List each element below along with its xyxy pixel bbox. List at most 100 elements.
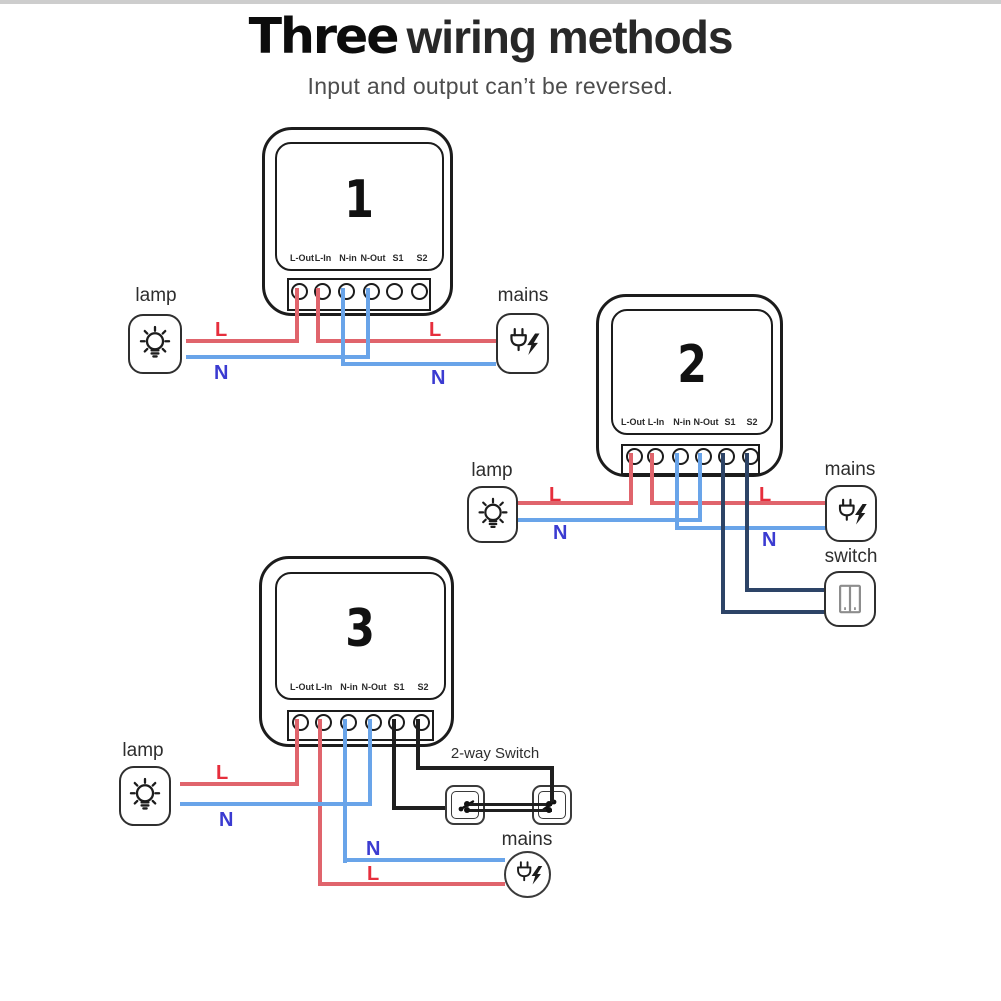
terminal-label-n-out: N-Out [360,253,386,263]
neutral-label: N [366,838,381,860]
live-wire-drop-lout-3 [295,719,299,786]
lamp-icon [467,486,518,543]
traveler-terminal-dot [464,801,470,807]
live-wire-drop-lout-2 [629,453,633,505]
module-2-number: 2 [677,335,707,395]
toggle-lever-icon [542,799,557,811]
terminal-circle [290,282,308,300]
s1-wire-drop-3 [392,719,396,810]
s2-wire-across-3 [416,766,554,770]
title-emphasis: Three [248,8,400,65]
neutral-wire-lamp-1 [186,355,370,359]
terminal-label-s2: S2 [417,682,429,692]
live-wire-drop-lin-2 [650,453,654,505]
s2-wire-to-switch-2 [745,588,825,592]
two-way-switch-label: 2-way Switch [450,745,540,762]
mains-icon [496,313,549,374]
terminal-label-l-in: L-In [647,417,665,427]
terminal-label-n-out: N-Out [693,417,719,427]
switch-module-3: 3 L-Out L-In N-in N-Out S1 S2 [259,556,454,747]
rocker-switch-icon [839,584,861,614]
s2-wire-into-right-switch [550,766,554,802]
module-3-face: 3 L-Out L-In N-in N-Out S1 S2 [275,572,446,700]
neutral-label: N [214,362,229,384]
power-plug-icon [838,498,867,524]
s1-wire-to-switch-3 [392,806,447,810]
lamp-icon [119,766,171,826]
live-label: L [549,484,562,506]
terminal-label-s1: S1 [724,417,736,427]
terminal-label-l-in: L-In [314,253,332,263]
live-label: L [759,484,772,506]
neutral-wire-mains-3 [343,858,505,862]
terminal-label-n-in: N-in [339,253,357,263]
neutral-wire-lamp-3 [180,802,372,806]
mains-label-1: mains [497,285,549,306]
neutral-label: N [553,522,568,544]
traveler-terminal-dot [546,807,552,813]
neutral-wire-drop-nout-2 [698,453,702,522]
module-2-terminal-strip [621,444,760,475]
terminal-label-l-out: L-Out [290,253,314,263]
mains-icon [825,485,877,542]
power-plug-icon [516,860,542,884]
terminal-label-l-out: L-Out [290,682,314,692]
terminal-label-s1: S1 [393,682,405,692]
module-3-number: 3 [345,599,376,659]
mains-label-3: mains [501,829,553,850]
terminal-circle [387,713,405,731]
neutral-wire-drop-nout-3 [368,719,372,806]
terminal-label-l-out: L-Out [621,417,645,427]
terminal-label-n-in: N-in [673,417,691,427]
live-label: L [216,762,229,784]
terminal-label-n-in: N-in [340,682,358,692]
module-2-face: 2 L-Out L-In N-in N-Out S1 S2 [611,309,773,435]
mains-label-2: mains [824,459,876,480]
neutral-wire-mains-2 [675,526,826,530]
live-wire-mains-1 [316,339,496,343]
neutral-label: N [431,367,446,389]
terminal-label-s1: S1 [392,253,404,263]
neutral-label: N [219,809,234,831]
subtitle: Input and output can’t be reversed. [307,73,674,99]
lamp-label-2: lamp [471,460,513,481]
neutral-wire-drop-nout-1 [366,288,370,359]
lamp-label-1: lamp [135,285,177,306]
terminal-label-s2: S2 [416,253,428,263]
title-rest: wiring methods [406,11,734,63]
live-wire-lamp-1 [186,339,299,343]
lamp-icon [128,314,182,374]
live-wire-mains-2 [650,501,826,505]
live-wire-drop-lin-1 [316,288,320,343]
traveler-wire-bottom [467,809,552,812]
s2-wire-drop-2 [745,453,749,592]
live-label: L [215,319,228,341]
mains-icon [504,851,551,898]
terminal-label-l-in: L-In [315,682,333,692]
power-plug-icon [509,327,539,355]
neutral-wire-lamp-2 [517,518,702,522]
module-1-terminal-strip [287,278,431,311]
traveler-wire-top [467,803,552,806]
live-wire-mains-3 [318,882,505,886]
live-wire-lamp-3 [180,782,299,786]
module-1-number: 1 [344,169,375,230]
traveler-terminal-dot [464,807,470,813]
terminal-label-s2: S2 [746,417,758,427]
terminal-label-n-out: N-Out [361,682,387,692]
switch-label-2: switch [824,546,878,567]
wall-switch-icon [824,571,876,627]
lamp-label-3: lamp [122,740,164,761]
s2-wire-drop-3 [416,719,420,770]
module-3-terminal-strip [287,710,434,741]
neutral-wire-mains-1 [341,362,496,366]
light-bulb-icon [129,777,161,810]
s1-wire-drop-2 [721,453,725,614]
switch-module-2: 2 L-Out L-In N-in N-Out S1 S2 [596,294,783,477]
neutral-wire-drop-nin-3 [343,719,347,863]
terminal-circle [410,282,428,300]
light-bulb-icon [139,325,171,358]
neutral-wire-drop-nin-2 [675,453,679,530]
